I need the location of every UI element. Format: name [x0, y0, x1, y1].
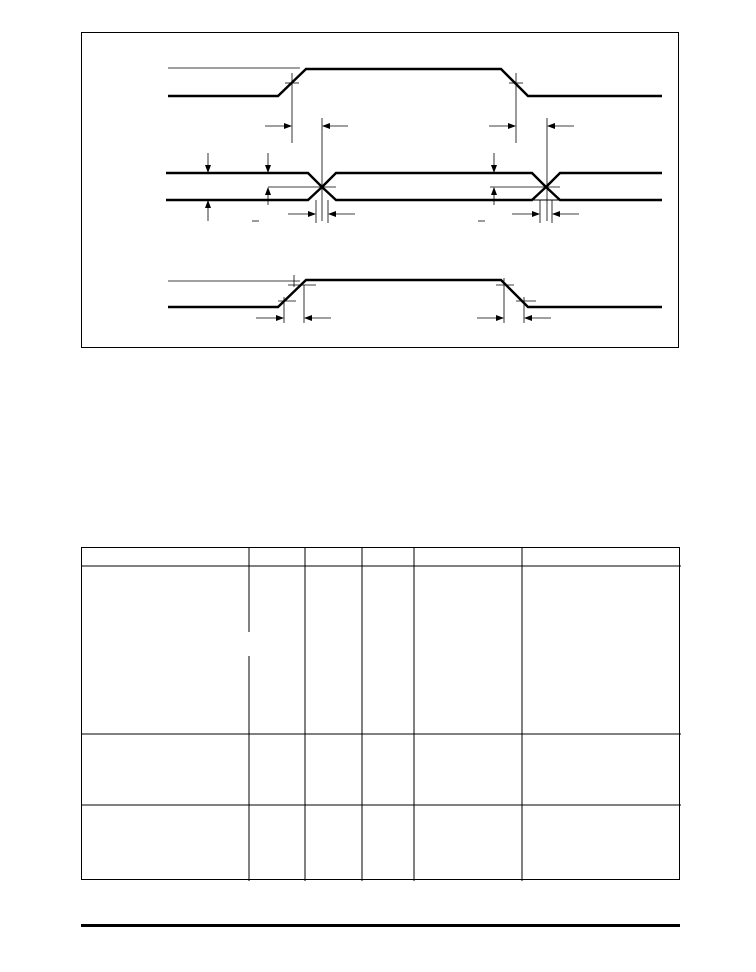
- single-ended-output-waveform: [168, 275, 662, 323]
- differential-output-waveform: [166, 118, 662, 223]
- single-ended-trace: [168, 278, 662, 309]
- timing-diagram: [81, 32, 679, 348]
- output-true-trace: [166, 171, 662, 189]
- timing-diagram-canvas: [166, 67, 662, 323]
- input-pulse-trace: [168, 67, 662, 98]
- output-reference-trace: [166, 172, 662, 201]
- output-complement-trace: [166, 185, 662, 202]
- input-waveform: [168, 67, 662, 143]
- footer-rule: [81, 924, 680, 927]
- specification-table: [81, 547, 681, 881]
- specification-table-grid: [82, 548, 681, 881]
